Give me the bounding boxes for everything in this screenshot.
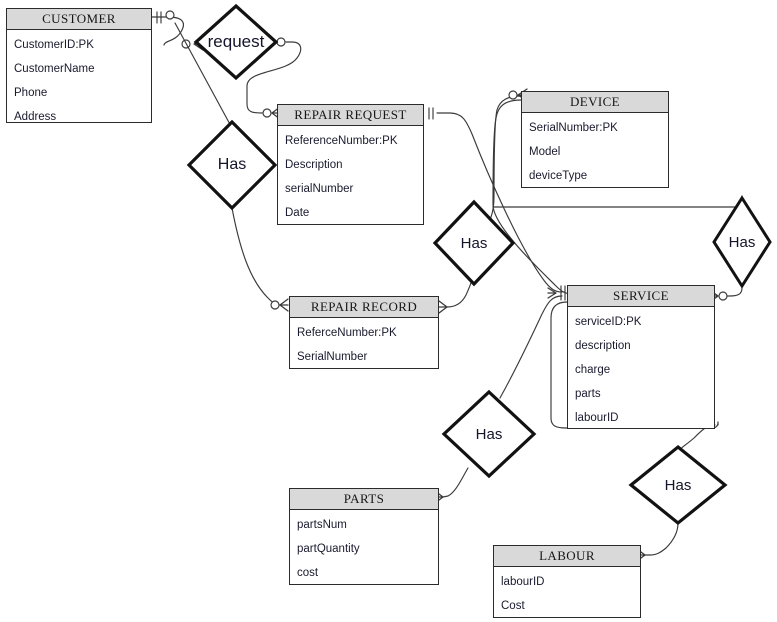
link-has-repairrecord	[231, 207, 282, 306]
link-haslabour-labour	[644, 522, 679, 556]
attribute-row: SerialNumber:PK	[529, 122, 618, 134]
relationship-has-device[interactable]: Has	[432, 199, 516, 287]
relationship-request[interactable]: request	[193, 3, 279, 81]
card-repairrecord-left-crow	[279, 298, 289, 312]
entity-service[interactable]: SERVICE serviceID:PK description charge …	[567, 285, 715, 429]
attribute-row: Model	[529, 146, 561, 158]
entity-attributes-device: SerialNumber:PK Model deviceType	[522, 113, 668, 190]
attribute-row: description	[575, 340, 631, 352]
relationship-has-customer[interactable]: Has	[186, 119, 278, 211]
attribute-row: labourID	[575, 412, 619, 424]
diamond-shape	[186, 119, 278, 211]
entity-labour[interactable]: LABOUR labourID Cost	[493, 545, 641, 618]
entity-attributes-labour: labourID Cost	[494, 567, 640, 620]
relationship-has-labour[interactable]: Has	[628, 444, 728, 526]
attribute-row: deviceType	[529, 170, 588, 182]
entity-repair-request[interactable]: REPAIR REQUEST ReferenceNumber:PK Descri…	[277, 104, 424, 225]
entity-title-repair-request: REPAIR REQUEST	[278, 105, 423, 126]
diamond-shape	[432, 199, 516, 287]
attribute-row: ReferceNumber:PK	[297, 327, 397, 339]
attribute-row: labourID	[501, 576, 545, 588]
card-repairrecord-left-circle	[270, 300, 280, 310]
relationship-has-parts[interactable]: Has	[441, 389, 537, 479]
entity-title-labour: LABOUR	[494, 546, 640, 567]
card-service-left-crow	[547, 287, 557, 299]
entity-device[interactable]: DEVICE SerialNumber:PK Model deviceType	[521, 91, 669, 188]
entity-attributes-repair-record: ReferceNumber:PK SerialNumber	[290, 318, 438, 371]
entity-title-repair-record: REPAIR RECORD	[290, 297, 438, 318]
attribute-row: Phone	[14, 87, 48, 99]
attribute-row: cost	[297, 567, 319, 579]
entity-customer[interactable]: CUSTOMER CustomerID:PK CustomerName Phon…	[6, 8, 152, 123]
attribute-row: ReferenceNumber:PK	[285, 135, 398, 147]
card-device-left-circle	[508, 90, 518, 100]
entity-title-device: DEVICE	[522, 92, 668, 113]
link-service-loop	[550, 301, 568, 429]
card-service-right-circle	[718, 291, 728, 301]
attribute-row: charge	[575, 364, 611, 376]
attribute-row: CustomerID:PK	[14, 39, 94, 51]
diamond-shape	[628, 444, 728, 526]
link-customer-request	[151, 16, 185, 46]
entity-title-service: SERVICE	[568, 286, 714, 307]
attribute-row: Cost	[501, 600, 525, 612]
card-repairrequest-left-circle	[262, 108, 272, 118]
diamond-shape	[712, 195, 772, 289]
entity-attributes-service: serviceID:PK description charge parts la…	[568, 307, 714, 432]
attribute-row: parts	[575, 388, 601, 400]
attribute-row: Date	[285, 207, 310, 219]
diamond-shape	[441, 389, 537, 479]
entity-parts[interactable]: PARTS partsNum partQuantity cost	[289, 488, 439, 585]
entity-attributes-parts: partsNum partQuantity cost	[290, 510, 438, 587]
attribute-row: partQuantity	[297, 543, 360, 555]
attribute-row: SerialNumber	[297, 351, 368, 363]
attribute-row: partsNum	[297, 519, 347, 531]
card-request-left-circle	[181, 39, 191, 49]
entity-attributes-customer: CustomerID:PK CustomerName Phone Address	[7, 30, 151, 131]
attribute-row: Description	[285, 159, 343, 171]
card-customer-optional-circle	[165, 10, 175, 20]
attribute-row: serialNumber	[285, 183, 354, 195]
attribute-row: Address	[14, 111, 57, 123]
entity-title-customer: CUSTOMER	[7, 9, 151, 30]
card-repairrecord-right-crow	[438, 300, 448, 314]
link-has-right-service	[722, 287, 743, 297]
relationship-has-right[interactable]: Has	[712, 195, 772, 289]
link-device-has-right	[492, 195, 743, 208]
entity-title-parts: PARTS	[290, 489, 438, 510]
attribute-row: serviceID:PK	[575, 316, 642, 328]
entity-attributes-repair-request: ReferenceNumber:PK Description serialNum…	[278, 126, 423, 227]
attribute-row: CustomerName	[14, 63, 95, 75]
diamond-shape	[193, 3, 279, 81]
link-service-hasparts	[499, 295, 563, 399]
entity-repair-record[interactable]: REPAIR RECORD ReferceNumber:PK SerialNum…	[289, 296, 439, 369]
